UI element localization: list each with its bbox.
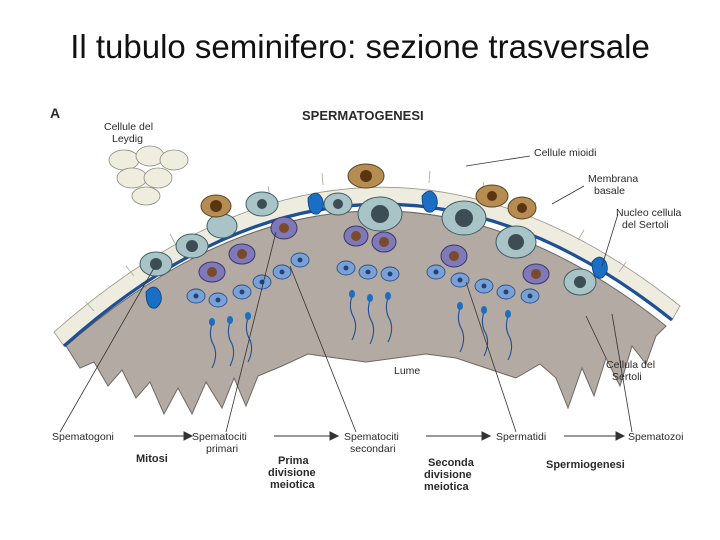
spermatozoa [209,295,513,369]
process-prima-3: meiotica [270,479,316,491]
label-membrana-1: Membrana [588,173,638,185]
stage-secondari-1: Spematociti [344,431,399,443]
primary-spermatocytes [198,216,550,285]
process-prima-1: Prima [278,455,309,467]
spermatozoa-heads [209,290,511,326]
label-leydig-1: Cellule del [104,121,153,133]
spermatogonia-nuclei [150,199,586,288]
diagram-svg: A SPERMATOGENESI Cellule del Leydig Cell… [50,105,683,493]
leader-lines [59,155,633,433]
label-sertoli-2: Sertoli [612,371,642,383]
basal-cells-brown-nuclei [210,170,527,213]
process-prima-2: divisione [268,467,316,479]
label-lume: Lume [394,365,420,377]
process-seconda-2: divisione [424,469,472,481]
process-spermiogenesi: Spermiogenesi [546,459,625,471]
label-membrana-2: basale [594,185,625,197]
stage-primari-2: primari [206,443,238,455]
stage-spermatozoi: Spematozoi [628,431,683,443]
stage-arrows [134,431,626,441]
process-seconda-3: meiotica [424,481,470,493]
label-leydig-2: Leydig [112,133,143,145]
process-mitosi: Mitosi [136,453,168,465]
stage-secondari-2: secondari [350,443,396,455]
secondary-spermatocytes-nuclei [193,257,533,303]
spermatogenesis-diagram: A SPERMATOGENESI Cellule del Leydig Cell… [46,96,686,516]
stage-spermatogoni: Spematogoni [52,431,114,443]
stage-primari-1: Spematociti [192,431,247,443]
panel-letter: A [50,105,60,121]
label-mioidi: Cellule mioidi [534,147,596,159]
slide-title: Il tubulo seminifero: sezione trasversal… [70,28,650,65]
primary-spermatocytes-nuclei [207,223,541,279]
label-nucleo-1: Nucleo cellula [616,207,682,219]
stage-spermatidi: Spermatidi [496,431,546,443]
label-nucleo-2: del Sertoli [622,219,669,231]
process-seconda-1: Seconda [428,457,475,469]
diagram-header: SPERMATOGENESI [302,108,424,123]
label-sertoli-1: Cellula del [606,359,655,371]
leydig-cells [108,145,189,206]
